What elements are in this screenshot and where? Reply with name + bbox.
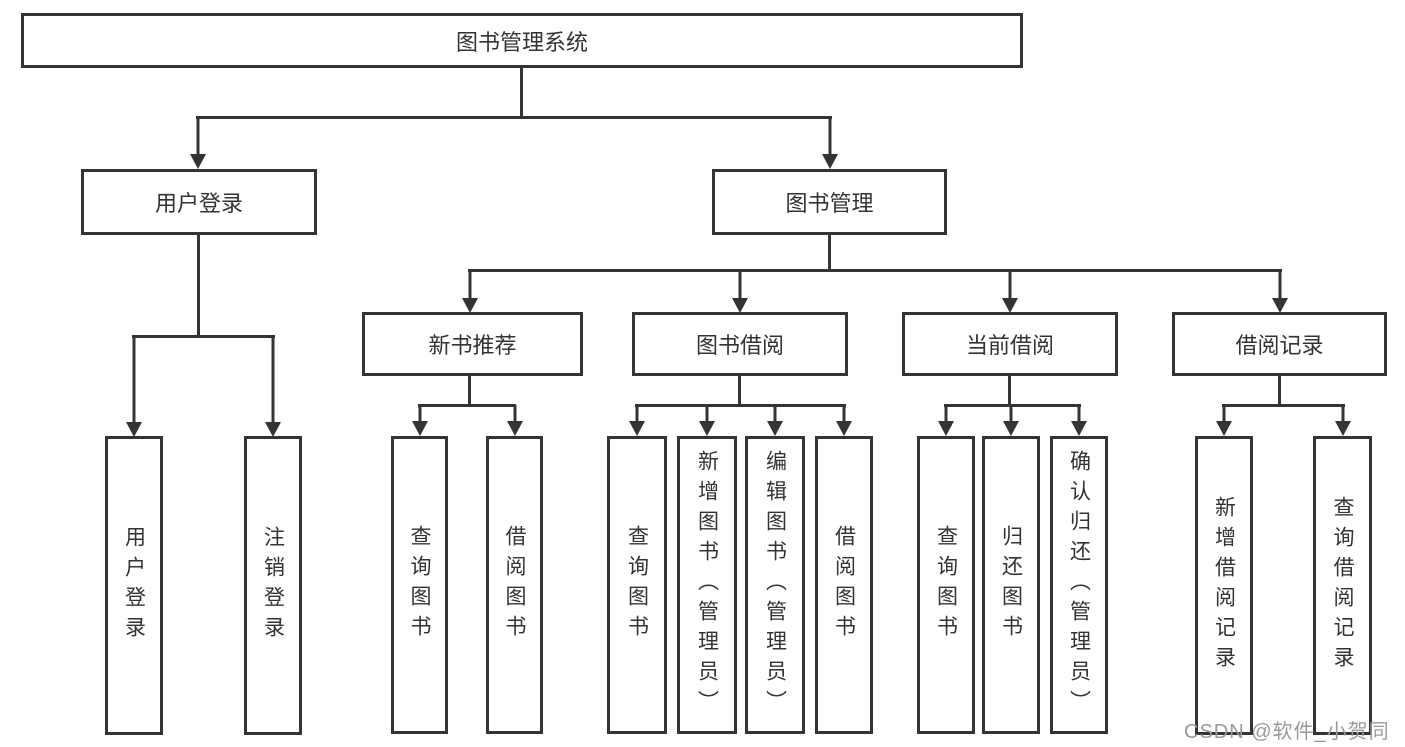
node-label: 用户登录 [154, 191, 243, 216]
node-book-borrow: 图书借阅 [632, 312, 848, 376]
arrow-to-leaf-query-books-2 [628, 405, 646, 436]
leaf-query-borrow-record: 查询借阅记录 [1313, 436, 1372, 735]
node-user-login: 用户登录 [81, 169, 317, 235]
node-label: 借阅记录 [1235, 333, 1324, 358]
arrow-to-leaf-query-books-1 [411, 405, 429, 436]
node-label: 归还图书 [999, 525, 1023, 645]
arrow-to-leaf-logout [264, 336, 282, 437]
node-book-management: 图书管理 [712, 169, 947, 235]
arrow-to-book-management [821, 117, 839, 169]
node-label: 确认归还（管理员） [1067, 450, 1091, 720]
leaf-borrow-books-2: 借阅图书 [815, 436, 873, 734]
arrow-to-leaf-borrow-books-1 [506, 405, 524, 436]
arrow-to-leaf-borrow-books-2 [835, 405, 853, 436]
connector-book-borrow-bus [635, 404, 846, 407]
arrow-to-leaf-confirm-return [1070, 405, 1088, 436]
leaf-edit-book-admin: 编辑图书（管理员） [745, 436, 805, 734]
connector-level2-bus [196, 116, 832, 119]
node-current-borrow: 当前借阅 [902, 312, 1118, 376]
node-label: 图书管理 [785, 191, 874, 216]
leaf-return-book: 归还图书 [982, 436, 1040, 734]
connector-current-borrow-stem [1008, 376, 1011, 406]
arrow-to-leaf-edit-book [766, 405, 784, 436]
leaf-query-books-3: 查询图书 [917, 436, 975, 734]
leaf-confirm-return-admin: 确认归还（管理员） [1050, 436, 1108, 734]
arrow-to-leaf-return-book [1002, 405, 1020, 436]
connector-borrow-records-stem [1278, 376, 1281, 406]
connector-borrow-records-bus [1222, 404, 1345, 407]
arrow-to-new-book-recommend [461, 270, 479, 313]
node-label: 查询图书 [934, 525, 958, 645]
node-label: 新增图书（管理员） [695, 450, 719, 720]
node-label: 图书管理系统 [455, 29, 588, 55]
node-label: 图书借阅 [695, 333, 784, 358]
node-label: 当前借阅 [965, 333, 1054, 358]
leaf-query-books-1: 查询图书 [391, 436, 448, 734]
leaf-add-book-admin: 新增图书（管理员） [677, 436, 737, 734]
node-label: 查询借阅记录 [1331, 495, 1355, 676]
node-label: 新书推荐 [428, 333, 517, 358]
connector-book-management-stem [828, 234, 831, 271]
node-label: 查询图书 [408, 525, 432, 645]
node-borrow-records: 借阅记录 [1172, 312, 1387, 376]
node-label: 注销登录 [261, 525, 285, 646]
leaf-add-borrow-record: 新增借阅记录 [1195, 436, 1253, 735]
connector-new-book-bus [418, 404, 516, 407]
node-new-book-recommend: 新书推荐 [362, 312, 583, 376]
arrow-to-leaf-query-books-3 [937, 405, 955, 436]
node-label: 编辑图书（管理员） [763, 450, 787, 720]
connector-new-book-stem [468, 376, 471, 406]
arrow-to-borrow-records [1271, 270, 1289, 313]
leaf-logout: 注销登录 [244, 436, 302, 735]
node-label: 借阅图书 [832, 525, 856, 645]
arrow-to-user-login [189, 117, 207, 169]
node-book-management-system: 图书管理系统 [21, 13, 1023, 68]
arrow-to-leaf-add-borrow-record [1215, 405, 1233, 436]
node-label: 新增借阅记录 [1212, 495, 1236, 676]
connector-root-stem [520, 68, 523, 118]
arrow-to-leaf-query-borrow-record [1334, 405, 1352, 436]
connector-user-login-stem [197, 234, 200, 337]
arrow-to-leaf-user-login [125, 336, 143, 437]
connector-book-borrow-stem [738, 376, 741, 406]
arrow-to-current-borrow [1001, 270, 1019, 313]
node-label: 用户登录 [122, 525, 146, 646]
arrow-to-leaf-add-book [698, 405, 716, 436]
node-label: 查询图书 [625, 525, 649, 645]
leaf-query-books-2: 查询图书 [607, 436, 667, 734]
connector-user-login-bus [132, 335, 275, 338]
leaf-user-login: 用户登录 [105, 436, 163, 735]
leaf-borrow-books-1: 借阅图书 [486, 436, 543, 734]
node-label: 借阅图书 [503, 525, 527, 645]
arrow-to-book-borrow [731, 270, 749, 313]
csdn-watermark: CSDN @软件_小贺同学 [1184, 721, 1390, 743]
connector-level3-bus [468, 269, 1282, 272]
